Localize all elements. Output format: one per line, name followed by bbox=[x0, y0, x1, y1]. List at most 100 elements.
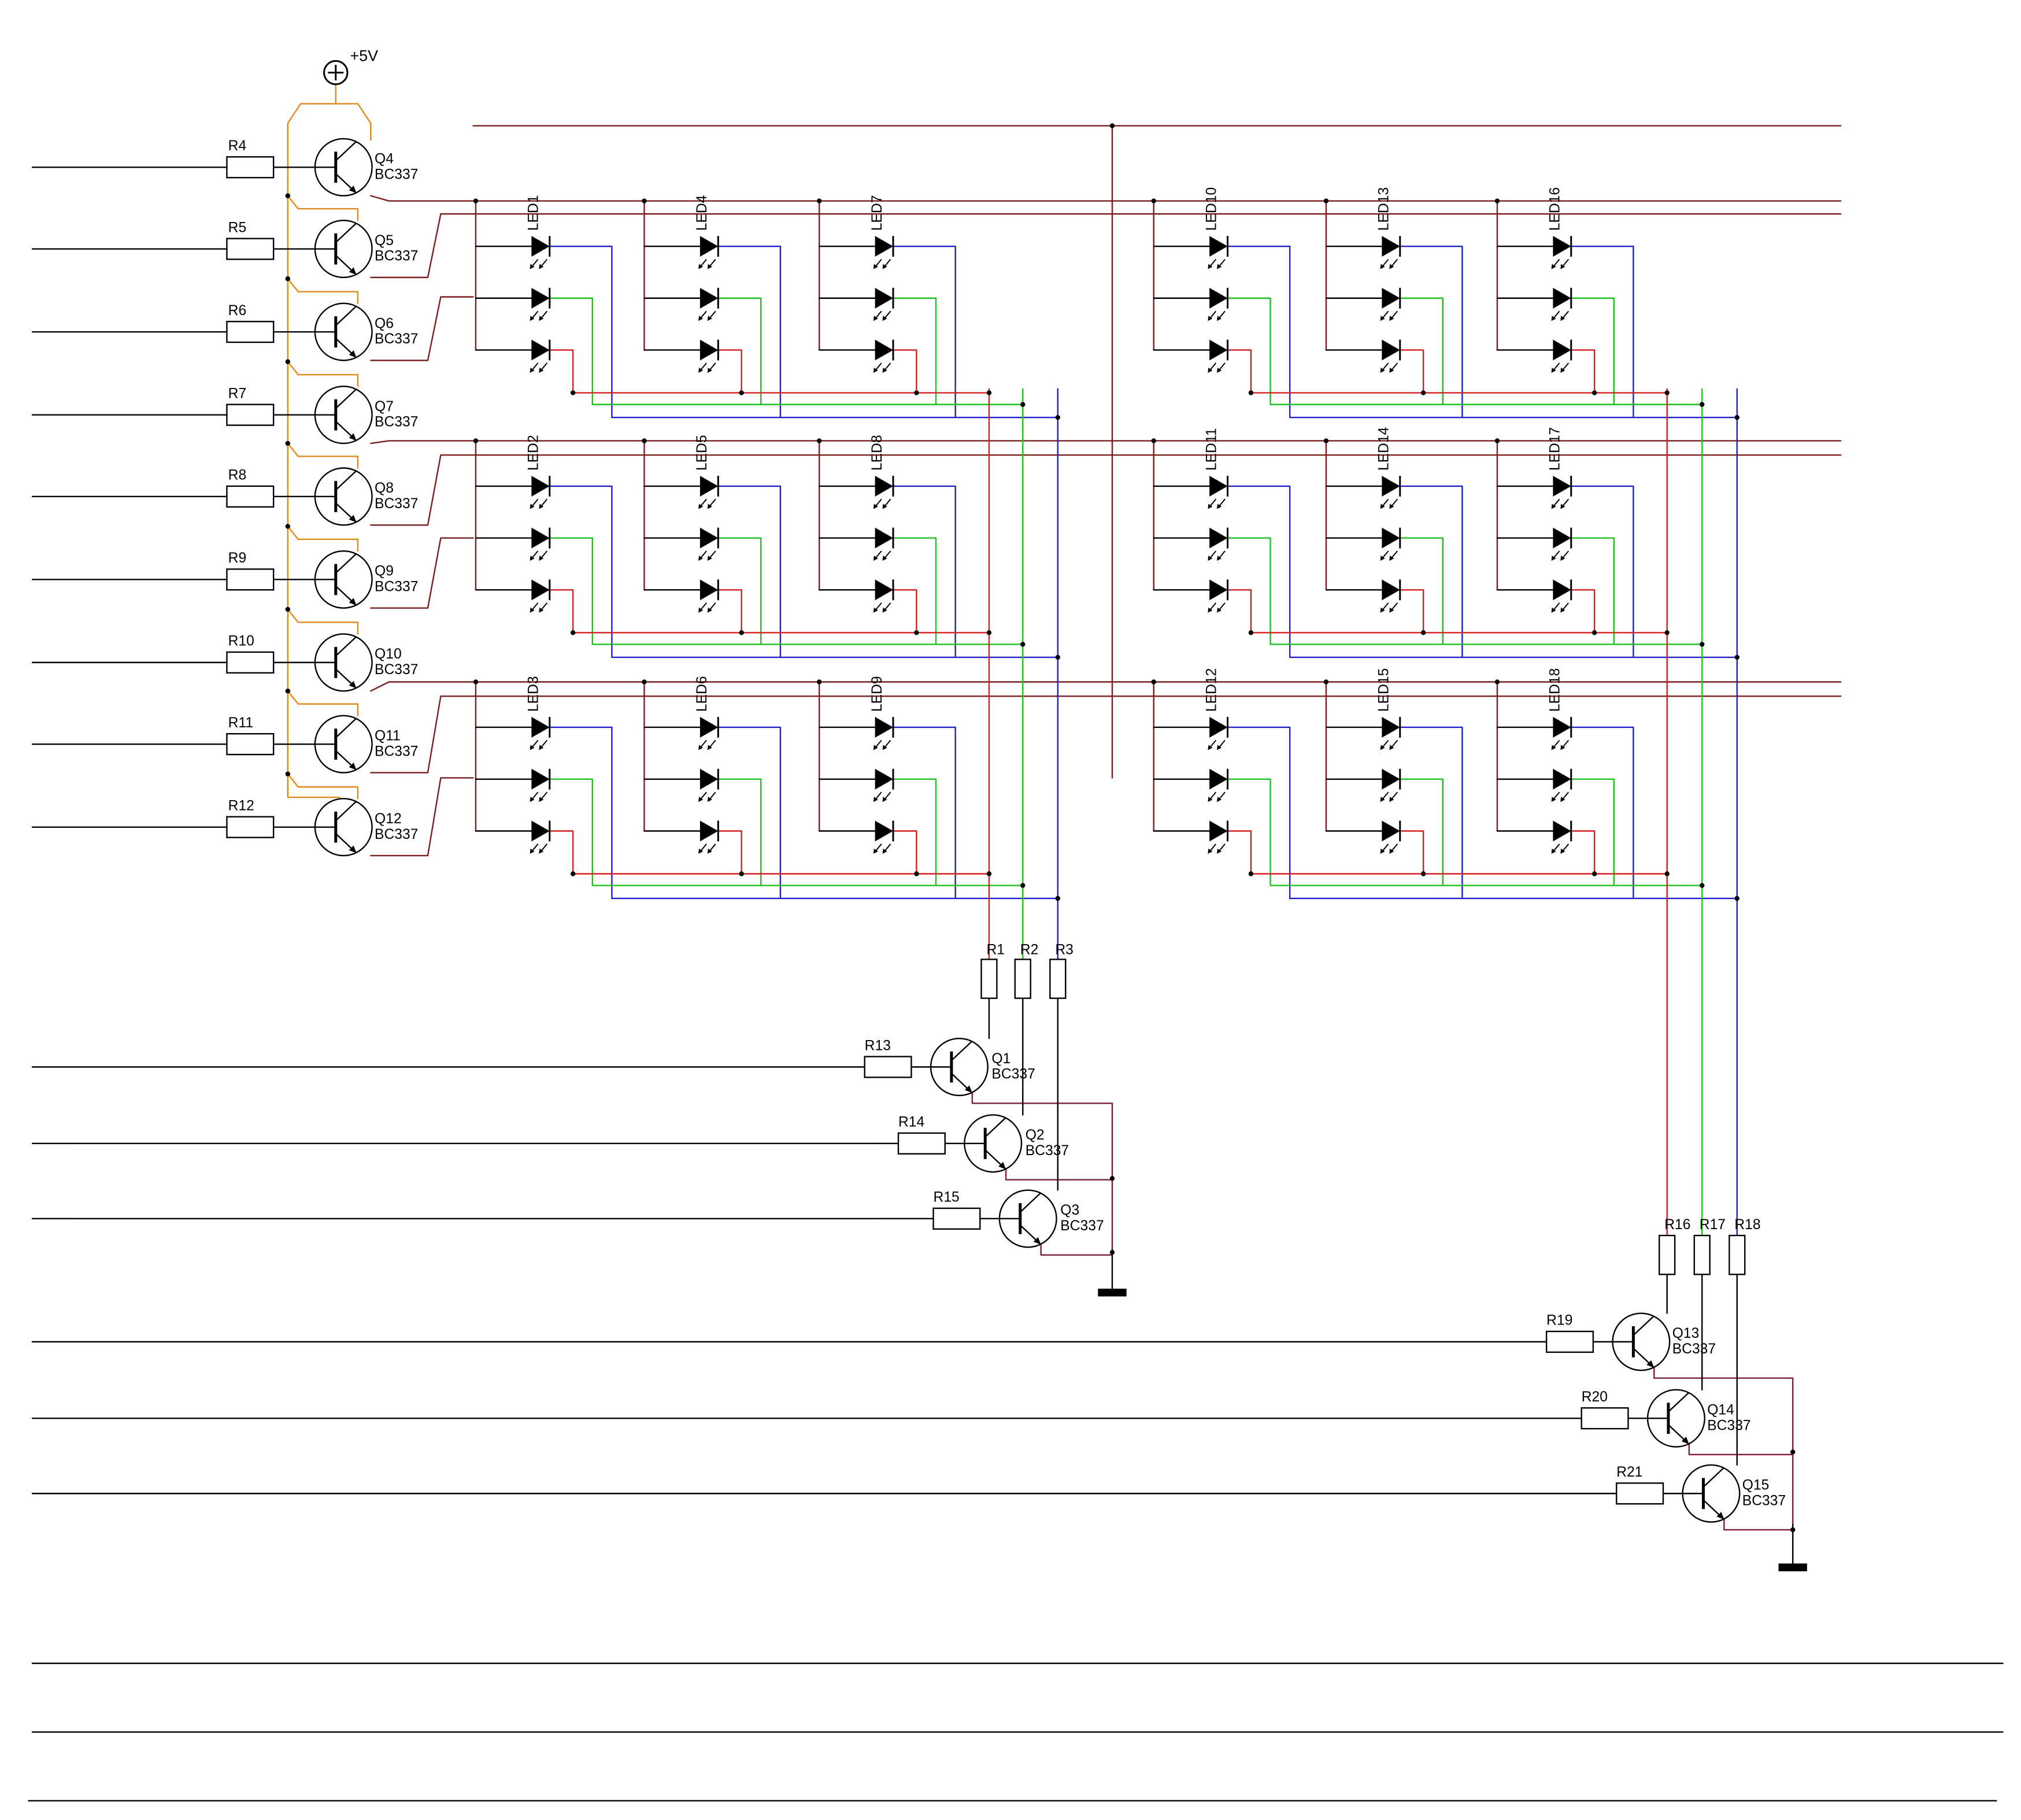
led-light-ray-icon bbox=[1562, 791, 1570, 800]
led-ray-arrow-icon bbox=[1208, 316, 1213, 321]
led-ray-arrow-icon bbox=[1560, 848, 1565, 854]
LED13-red bbox=[1380, 339, 1401, 373]
LED18-green bbox=[1551, 768, 1572, 802]
led-ray-arrow-icon bbox=[873, 367, 878, 373]
led-light-ray-icon bbox=[875, 550, 882, 558]
row-junction-dot bbox=[1323, 198, 1329, 204]
resistor-R3 bbox=[1049, 959, 1067, 999]
green-cathode-LED18 bbox=[1570, 778, 1615, 886]
transistor-collector-lead bbox=[335, 717, 357, 738]
led-light-ray-icon bbox=[1391, 844, 1398, 852]
green-cathode-LED5 bbox=[717, 537, 762, 645]
label-LED2: LED2 bbox=[526, 435, 542, 471]
red-junction-dot bbox=[570, 390, 576, 395]
led-triangle-icon bbox=[875, 820, 894, 842]
led-light-ray-icon bbox=[531, 362, 539, 371]
led-light-ray-icon bbox=[1219, 844, 1226, 852]
led-triangle-icon bbox=[875, 339, 894, 361]
transistor-collector-lead bbox=[335, 800, 357, 822]
led-ray-arrow-icon bbox=[873, 556, 878, 561]
led-triangle-icon bbox=[1382, 236, 1400, 257]
row-bus-6 bbox=[370, 681, 1842, 692]
led-light-ray-icon bbox=[1382, 498, 1389, 506]
transistor-collector-lead bbox=[335, 222, 357, 243]
led-triangle-icon bbox=[875, 236, 894, 257]
LED16-blue bbox=[1551, 236, 1572, 269]
led-triangle-icon bbox=[1553, 820, 1571, 842]
transistor-Q13 bbox=[1612, 1312, 1671, 1371]
blue-junction-dot bbox=[1055, 654, 1060, 660]
led-ray-arrow-icon bbox=[1208, 504, 1213, 509]
led-ray-arrow-icon bbox=[882, 797, 887, 802]
row-bus-5 bbox=[370, 537, 474, 609]
label-LED4: LED4 bbox=[694, 195, 710, 231]
led-light-ray-icon bbox=[709, 602, 716, 611]
row-junction-dot bbox=[1151, 679, 1156, 685]
red-cathode-LED11 bbox=[1227, 589, 1252, 634]
row-junction-dot bbox=[816, 198, 822, 204]
label-R16: R16 bbox=[1664, 1217, 1690, 1233]
led-light-ray-icon bbox=[700, 550, 707, 558]
led-triangle-icon bbox=[699, 339, 719, 361]
led-ray-arrow-icon bbox=[1389, 607, 1394, 613]
led-triangle-icon bbox=[1209, 287, 1228, 309]
transistor-Q9 bbox=[314, 550, 373, 609]
led-triangle-icon bbox=[531, 475, 550, 497]
emitter-wire-Q3 bbox=[1040, 1244, 1113, 1256]
label-LED7: LED7 bbox=[869, 195, 885, 231]
led-light-ray-icon bbox=[1382, 602, 1389, 611]
label-LED8: LED8 bbox=[869, 435, 885, 471]
led-ray-arrow-icon bbox=[1389, 745, 1394, 750]
red-cathode-LED3 bbox=[549, 830, 574, 875]
led-light-ray-icon bbox=[700, 310, 707, 319]
row-junction-dot bbox=[1109, 123, 1115, 128]
led-ray-arrow-icon bbox=[873, 745, 878, 750]
led-triangle-icon bbox=[1382, 287, 1400, 309]
label-Q4-part: BC337 bbox=[375, 167, 418, 182]
LED12-green bbox=[1208, 768, 1229, 802]
resistor-R6 bbox=[226, 320, 275, 343]
green-cathode-LED7 bbox=[892, 297, 937, 405]
led-ray-arrow-icon bbox=[698, 504, 704, 509]
led-ray-arrow-icon bbox=[530, 264, 535, 269]
led-light-ray-icon bbox=[1391, 258, 1398, 267]
led-ray-arrow-icon bbox=[1217, 367, 1222, 373]
label-Q2: Q2 bbox=[1026, 1127, 1045, 1143]
transistor-Q10 bbox=[314, 633, 373, 692]
led-ray-arrow-icon bbox=[707, 316, 712, 321]
led-light-ray-icon bbox=[541, 739, 548, 748]
led-ray-arrow-icon bbox=[698, 367, 704, 373]
led-ray-arrow-icon bbox=[873, 797, 878, 802]
LED10-blue bbox=[1208, 236, 1229, 269]
led-ray-arrow-icon bbox=[1217, 797, 1222, 802]
red-junction-dot bbox=[1248, 390, 1254, 395]
led-ray-arrow-icon bbox=[1551, 316, 1556, 321]
led-light-ray-icon bbox=[875, 310, 882, 319]
LED8-blue bbox=[873, 475, 894, 509]
label-R9: R9 bbox=[228, 550, 247, 566]
led-triangle-icon bbox=[1553, 339, 1571, 361]
led-light-ray-icon bbox=[541, 602, 548, 611]
red-junction-dot bbox=[1591, 390, 1597, 395]
supply-junction-dot bbox=[285, 606, 291, 612]
LED13-green bbox=[1380, 287, 1401, 321]
led-ray-arrow-icon bbox=[1208, 848, 1213, 854]
LED10-red bbox=[1208, 339, 1229, 373]
label-R21: R21 bbox=[1616, 1464, 1642, 1480]
row-junction-dot bbox=[473, 198, 479, 204]
led-light-ray-icon bbox=[1382, 310, 1389, 319]
led-ray-arrow-icon bbox=[530, 797, 535, 802]
label-LED15: LED15 bbox=[1376, 668, 1392, 712]
red-cathode-LED16 bbox=[1570, 349, 1596, 394]
label-Q9-part: BC337 bbox=[375, 579, 418, 595]
LED4-green bbox=[698, 287, 719, 321]
led-light-ray-icon bbox=[1391, 791, 1398, 800]
led-light-ray-icon bbox=[531, 550, 539, 558]
led-light-ray-icon bbox=[1562, 258, 1570, 267]
led-ray-arrow-icon bbox=[1389, 797, 1394, 802]
green-cathode-LED6 bbox=[717, 778, 762, 886]
led-light-ray-icon bbox=[1219, 310, 1226, 319]
label-Q5: Q5 bbox=[375, 233, 394, 249]
led-ray-arrow-icon bbox=[1551, 745, 1556, 750]
label-Q7-part: BC337 bbox=[375, 415, 418, 430]
